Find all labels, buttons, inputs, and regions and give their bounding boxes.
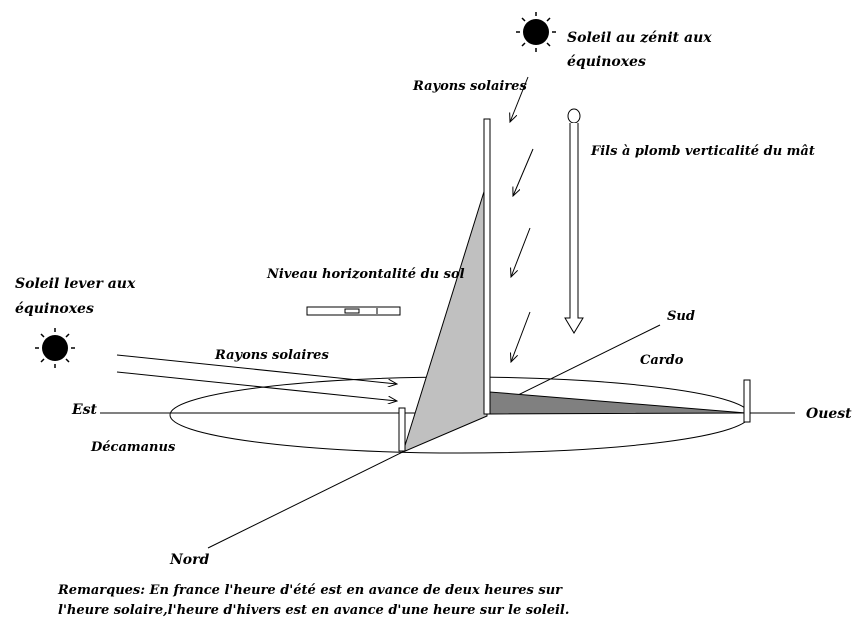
nord-label: Nord [169, 552, 210, 568]
plumb-label: Fils à plomb verticalité du mât [590, 144, 815, 159]
zenith-sun-label-line1: Soleil au zénit aux [567, 30, 712, 46]
sunrise-sun-label-line2: équinoxes [15, 301, 94, 317]
sud-label: Sud [667, 309, 695, 324]
zenith-sun-label-line2: équinoxes [567, 54, 646, 70]
est-label: Est [71, 402, 98, 418]
plumb-line [564, 108, 584, 334]
east-post [398, 407, 406, 452]
rays-left-label: Rayons solaires [214, 348, 329, 363]
cardo-label: Cardo [640, 353, 684, 368]
remark-line-1: Remarques: En france l'heure d'été est e… [57, 583, 563, 598]
zenith-rays [510, 76, 534, 362]
sunrise-sun-label-line1: Soleil lever aux [15, 276, 136, 292]
ouest-label: Ouest [806, 406, 852, 422]
sunrise-shadow [402, 181, 488, 453]
west-post [743, 379, 751, 423]
level-label: Niveau horizontalité du sol [266, 267, 465, 282]
remark-line-2: l'heure solaire,l'heure d'hivers est en … [58, 603, 569, 618]
zenith-sun-icon [516, 12, 556, 52]
sunrise-rays [116, 354, 397, 401]
sunrise-sun-icon [35, 328, 75, 368]
rays-top-label: Rayons solaires [412, 79, 527, 94]
central-mast [483, 118, 491, 415]
decamanus-label: Décamanus [90, 440, 176, 455]
spirit-level [306, 306, 401, 316]
